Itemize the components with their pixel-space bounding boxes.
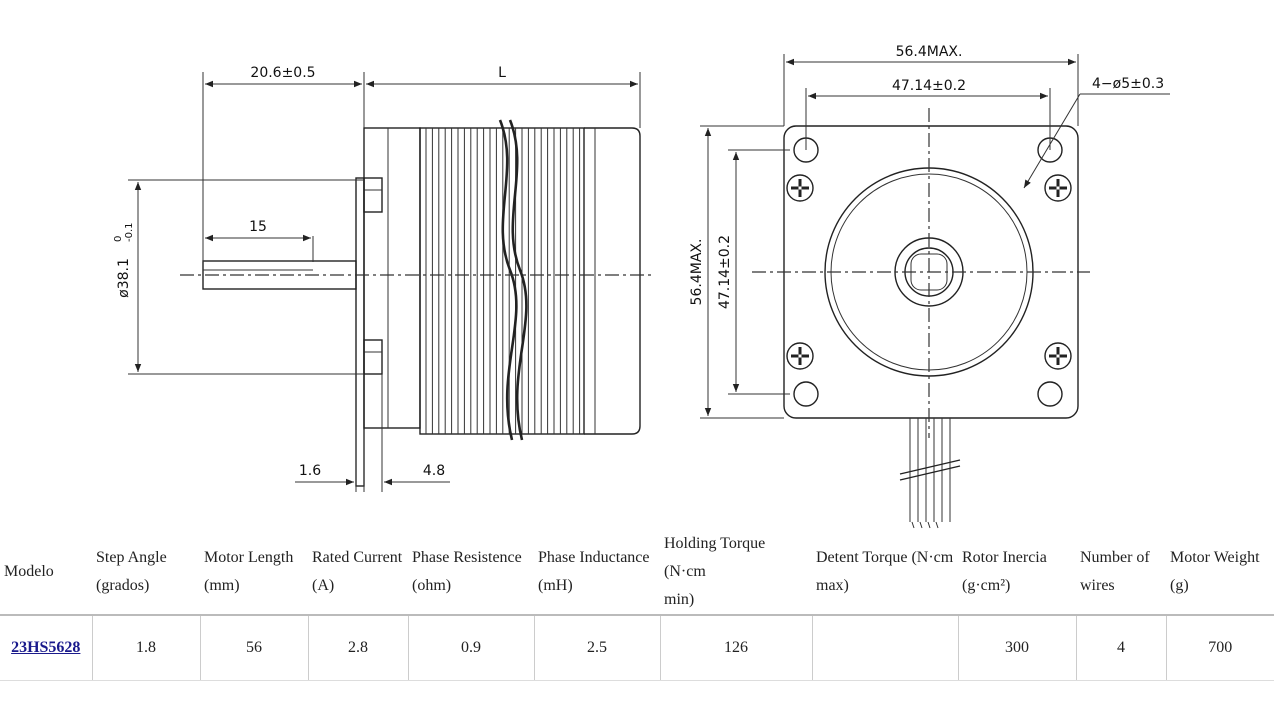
column-header-line1: Motor Weight <box>1170 549 1260 566</box>
column-header-line2: min) <box>664 591 695 608</box>
mounting-hole <box>793 381 819 407</box>
column-header: Motor Length (mm) <box>200 530 308 616</box>
mounting-hole <box>1037 381 1063 407</box>
dim-length: L <box>498 65 506 81</box>
column-header: Holding Torque (N·cm min) <box>660 530 812 616</box>
spec-table: Modelo Step Angle (grados) Motor Length (mm)… <box>0 530 1274 681</box>
column-header: Step Angle (grados) <box>92 530 200 616</box>
table-cell <box>811 615 958 681</box>
column-header-line2: wires <box>1080 577 1115 594</box>
table-cell: 0.9 <box>407 615 534 681</box>
lead-wires <box>899 418 961 529</box>
column-header-line2: (mH) <box>538 577 573 594</box>
table-cell: 2.5 <box>533 615 660 681</box>
dim-hole-spacing-horizontal: 47.14±0.2 <box>892 78 966 94</box>
column-header-line1: Step Angle <box>96 549 167 566</box>
table-cell: 126 <box>659 615 812 681</box>
table-cell: 300 <box>957 615 1076 681</box>
column-header-line1: Phase Inductance <box>538 549 650 566</box>
dim-overall-width: 56.4MAX. <box>896 44 963 60</box>
stator-body <box>419 127 585 435</box>
dim-shaft-flat: 15 <box>249 219 267 235</box>
column-header: Number of wires <box>1076 530 1166 616</box>
column-header: Rated Current (A) <box>308 530 408 616</box>
column-header-line1: Phase Resistence <box>412 549 522 566</box>
column-header-line1: Modelo <box>4 563 54 580</box>
column-header: Modelo <box>0 530 92 616</box>
table-cell: 2.8 <box>307 615 408 681</box>
model-cell: 23HS5628 <box>0 615 92 681</box>
column-header-line2: (g·cm²) <box>962 577 1011 594</box>
table-cell: 4 <box>1075 615 1166 681</box>
table-cell: 1.8 <box>91 615 200 681</box>
column-header-line1: Detent Torque (N·cm <box>816 549 954 566</box>
screw-head <box>786 342 814 370</box>
column-header: Motor Weight (g) <box>1166 530 1274 616</box>
front-end-cap <box>363 127 421 429</box>
model-link[interactable]: 23HS5628 <box>11 639 81 656</box>
motor-dimension-drawing: 20.6±0.5 L 15 ø38.1 0 -0.1 1.6 4.8 <box>113 44 1170 529</box>
mounting-flange <box>355 177 365 487</box>
column-header-line2: (grados) <box>96 577 150 594</box>
front-view: 56.4MAX. 47.14±0.2 4−ø5±0.3 56.4MAX. 47.… <box>689 44 1170 529</box>
column-header-line2: (g) <box>1170 577 1189 594</box>
column-header: Phase Resistence (ohm) <box>408 530 534 616</box>
dim-hole-spacing-vertical: 47.14±0.2 <box>717 235 733 309</box>
screw-head <box>1044 342 1072 370</box>
dim-pilot-tol-lower: -0.1 <box>124 222 135 242</box>
column-header-line1: Number of <box>1080 549 1150 566</box>
column-header-line1: Rotor Inercia <box>962 549 1047 566</box>
dim-boss: 4.8 <box>423 463 445 479</box>
column-header: Detent Torque (N·cm max) <box>812 530 958 616</box>
column-header-line1: Motor Length <box>204 549 294 566</box>
column-header: Rotor Inercia (g·cm²) <box>958 530 1076 616</box>
screw-head <box>786 174 814 202</box>
dim-pilot-tol-upper: 0 <box>113 236 124 242</box>
side-view: 20.6±0.5 L 15 ø38.1 0 -0.1 1.6 4.8 <box>113 65 655 492</box>
column-header-line2: (mm) <box>204 577 240 594</box>
column-header-line2: max) <box>816 577 849 594</box>
dim-flange-thickness: 1.6 <box>299 463 321 479</box>
table-cell: 700 <box>1165 615 1274 681</box>
dim-overall-height: 56.4MAX. <box>689 239 705 306</box>
table-cell: 56 <box>199 615 308 681</box>
dim-flange-to-shaft: 20.6±0.5 <box>250 65 315 81</box>
column-header-line1: Rated Current <box>312 549 403 566</box>
column-header-line2: (ohm) <box>412 577 452 594</box>
dim-pilot-diameter: ø38.1 <box>116 258 132 298</box>
table-header-row: Modelo Step Angle (grados) Motor Length (mm)… <box>0 530 1274 616</box>
rear-end-cap <box>584 127 641 435</box>
column-header-line1: Holding Torque (N·cm <box>664 535 766 580</box>
column-header: Phase Inductance (mH) <box>534 530 660 616</box>
column-header-line2: (A) <box>312 577 335 594</box>
screw-head <box>1044 174 1072 202</box>
dim-mounting-holes: 4−ø5±0.3 <box>1092 76 1164 92</box>
